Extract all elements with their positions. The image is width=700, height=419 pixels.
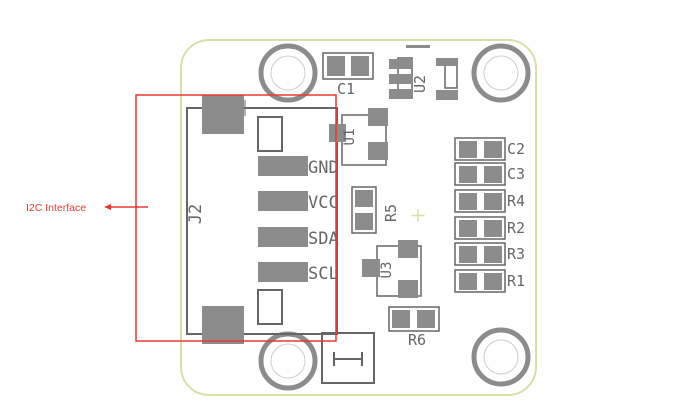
r1-label: R1 <box>507 272 525 290</box>
transistor-u1: U1 <box>329 108 388 166</box>
resistor-r6: R6 <box>388 306 440 349</box>
center-crosshair <box>411 209 425 222</box>
side-component-r3: R3 <box>454 242 525 266</box>
i2c-annotation-label: I2C Interface <box>26 202 86 214</box>
r5-label: R5 <box>382 204 400 222</box>
pin-label-vcc: VCC <box>308 193 339 213</box>
side-component-c3: C3 <box>454 162 525 186</box>
resistor-r5: R5 <box>351 186 400 234</box>
connector-mount-pad-bottom <box>202 306 244 344</box>
side-component-r4: R4 <box>454 189 525 213</box>
regulator-u2: U2 <box>389 45 458 100</box>
side-component-c2: C2 <box>454 137 525 161</box>
u2-label: U2 <box>411 75 429 93</box>
i2c-annotation: I2C Interface <box>26 94 337 342</box>
capacitor-c1: C1 <box>322 52 374 98</box>
i2c-highlight-box <box>135 94 337 342</box>
r2-label: R2 <box>507 219 525 237</box>
side-component-r1: R1 <box>454 269 525 293</box>
c1-label: C1 <box>337 80 355 98</box>
u3-label: U3 <box>379 262 395 279</box>
arrow-left-icon <box>104 204 111 210</box>
mounting-hole-top-right <box>471 43 531 103</box>
switch-footprint <box>321 332 375 384</box>
connector-ref-label: J2 <box>186 204 206 224</box>
mounting-hole-bottom-right <box>471 327 531 387</box>
pin-label-gnd: GND <box>308 158 339 178</box>
r3-label: R3 <box>507 245 525 263</box>
connector-pin-pad <box>258 191 308 211</box>
pin-label-sda: SDA <box>308 229 339 249</box>
mounting-hole-top-left <box>258 43 318 103</box>
transistor-u3: U3 <box>362 240 422 298</box>
r4-label: R4 <box>507 192 525 210</box>
c3-label: C3 <box>507 165 525 183</box>
connector-pin-pad <box>258 227 308 247</box>
side-components: C2 C3 R4 R2 R3 <box>454 137 525 293</box>
mounting-hole-bottom-left <box>258 331 318 391</box>
pin-label-scl: SCL <box>308 264 339 284</box>
c2-label: C2 <box>507 140 525 158</box>
connector-pin-pad <box>258 262 308 282</box>
connector-mount-pad-top <box>202 95 244 134</box>
u1-label: U1 <box>342 129 358 146</box>
r6-label: R6 <box>408 331 426 349</box>
connector-j2: J2 <box>186 95 338 344</box>
side-component-r2: R2 <box>454 216 525 240</box>
connector-pin-pad <box>258 156 308 176</box>
